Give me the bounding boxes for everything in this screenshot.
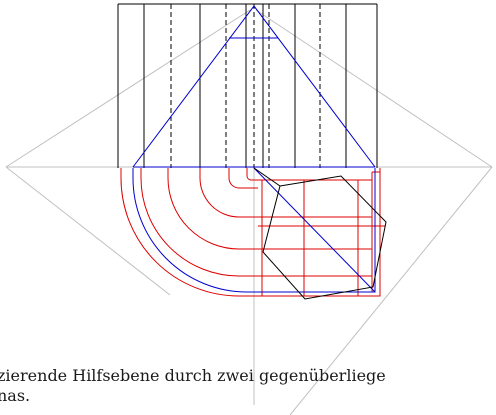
construction-line-left-upper xyxy=(5,9,251,168)
section-curve-outer xyxy=(120,168,381,297)
construction-line-right-upper xyxy=(255,9,493,168)
cone-diagonal xyxy=(253,167,376,293)
section-curves xyxy=(120,168,385,297)
construction-line-left-lower xyxy=(5,166,171,296)
cone-elevation xyxy=(132,5,376,168)
section-curve xyxy=(228,168,258,189)
construction-lines xyxy=(5,9,493,415)
section-curve xyxy=(167,168,304,250)
caption-line-1: zierende Hilfsebene durch zwei gegenüber… xyxy=(0,366,386,385)
cone-base-circle xyxy=(132,168,376,293)
caption-line-2: nas. xyxy=(0,386,31,405)
hidden-lines xyxy=(170,4,321,168)
section-curve xyxy=(140,168,358,277)
hexagon-edge-to-apex xyxy=(253,167,281,187)
section-curve-inner xyxy=(246,168,258,181)
section-curve xyxy=(199,168,262,218)
hexagon xyxy=(262,175,387,300)
cone-outline xyxy=(132,5,376,168)
cone-plan xyxy=(132,167,376,293)
construction-line-right-lower xyxy=(289,166,493,415)
elevation-lines xyxy=(117,3,378,168)
